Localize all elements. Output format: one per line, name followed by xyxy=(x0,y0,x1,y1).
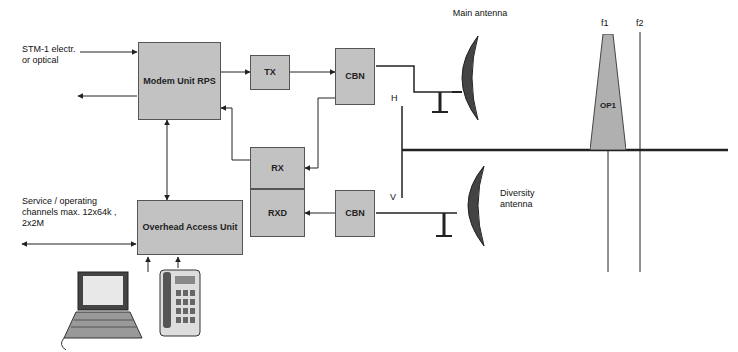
overhead-box: Overhead Access Unit xyxy=(137,200,243,255)
telephone-icon xyxy=(160,270,200,336)
antenna-label: Diversity antenna xyxy=(500,188,550,210)
f1-line xyxy=(608,150,609,272)
service-arrow xyxy=(22,244,136,245)
box-text: Overhead Access Unit xyxy=(142,222,237,232)
signal-label: Service / operating channels max. 12x64k… xyxy=(22,196,126,228)
polarization-label: H xyxy=(391,93,401,104)
f2-line xyxy=(640,32,641,272)
polarization-label: V xyxy=(390,192,400,203)
v-axis xyxy=(401,106,403,198)
signal-connector xyxy=(305,98,335,168)
rxd-box: RXD xyxy=(250,189,305,237)
laptop-icon xyxy=(61,272,142,350)
frequency-label: f2 xyxy=(636,18,652,29)
box-text: Modem Unit RPS xyxy=(143,76,216,86)
antenna-label: Main antenna xyxy=(440,8,520,19)
modem-box: Modem Unit RPS xyxy=(138,42,221,120)
tx-box: TX xyxy=(250,55,290,90)
stm-in-arrow xyxy=(80,52,137,53)
box-text: OP1 xyxy=(600,101,616,110)
box-text: TX xyxy=(264,67,276,77)
diversity-antenna-dish xyxy=(468,166,484,246)
main-stand-base xyxy=(432,111,448,113)
diversity-stand-base xyxy=(436,235,452,237)
signal-connector xyxy=(221,108,250,160)
signal-connector xyxy=(290,72,335,73)
diversity-stand xyxy=(443,213,446,236)
main-stand xyxy=(439,92,442,112)
signal-label: STM-1 electr. or optical xyxy=(22,44,78,66)
signal-connector xyxy=(221,72,250,73)
phone-arrow xyxy=(178,257,179,268)
laptop-arrow xyxy=(148,257,149,272)
stm-out-arrow xyxy=(78,96,137,97)
box-text: RXD xyxy=(268,208,287,218)
op-filter: OP1 xyxy=(590,34,626,150)
h-axis xyxy=(402,149,728,152)
box-text: CBN xyxy=(345,71,365,81)
cbn-box: CBN xyxy=(335,190,375,237)
trapezoid-shape xyxy=(590,34,626,150)
main-feed-wire xyxy=(376,66,452,92)
box-text: CBN xyxy=(345,208,365,218)
signal-connector xyxy=(305,213,335,214)
main-dish-feed xyxy=(452,91,462,93)
cbn-box: CBN xyxy=(335,48,375,105)
frequency-label: f1 xyxy=(601,18,617,29)
signal-connector xyxy=(167,120,168,200)
box-text: RX xyxy=(271,163,284,173)
main-antenna-dish xyxy=(462,36,478,120)
rx-box: RX xyxy=(250,147,305,189)
